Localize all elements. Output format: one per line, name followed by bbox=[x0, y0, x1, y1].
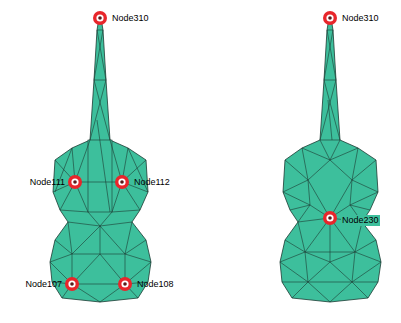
node-label: Node111 bbox=[30, 177, 65, 188]
left-mesh bbox=[50, 12, 151, 302]
right-mesh bbox=[280, 12, 381, 302]
node-label: Node112 bbox=[134, 177, 170, 188]
node-label: Node107 bbox=[25, 279, 62, 290]
node-markers bbox=[65, 11, 337, 291]
node-label: Node310 bbox=[342, 13, 379, 24]
node-label: Node108 bbox=[137, 279, 174, 290]
node-label: Node310 bbox=[112, 13, 149, 24]
node-label: Node230 bbox=[341, 215, 380, 226]
